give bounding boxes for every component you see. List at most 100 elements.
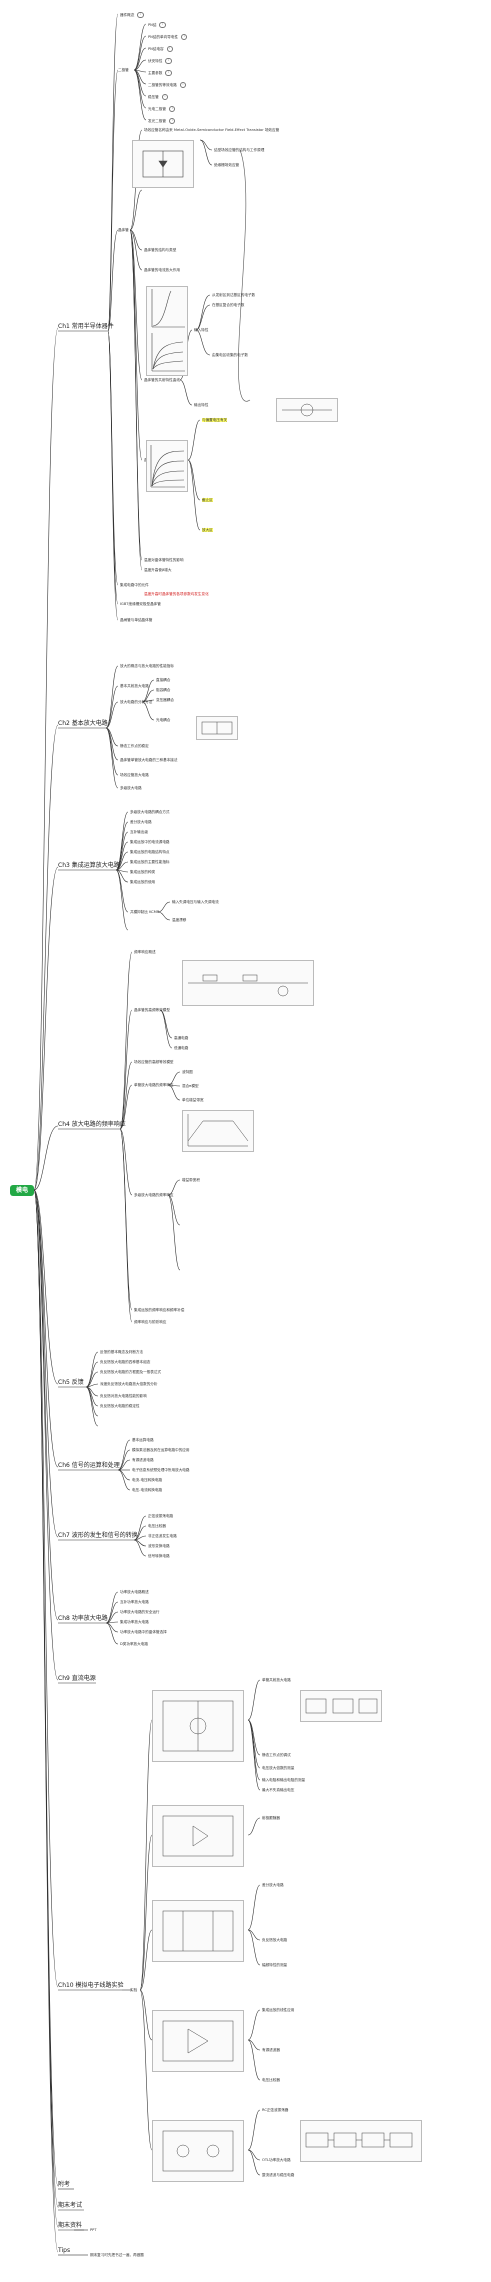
ch5-item[interactable]: 负反馈放大电路的方框图及一般表达式 <box>100 1370 162 1374</box>
root-node[interactable]: 模电 <box>10 1185 34 1196</box>
ch1-bjt-item[interactable]: 晶体管的结构与类型 <box>144 248 177 252</box>
ch2-sub[interactable]: 光电耦合 <box>156 718 171 722</box>
ch1-bottom-item[interactable]: 集成电路中的元件 <box>120 583 149 587</box>
ch7-item[interactable]: 非正弦波发生电路 <box>148 1534 177 1538</box>
ch10-item[interactable]: 有源滤波器 <box>262 2048 280 2052</box>
ch4-item[interactable]: 多级放大电路的频率响应 <box>134 1193 174 1197</box>
ch4-item[interactable]: 场效应管的高频等效模型 <box>134 1060 174 1064</box>
chapter-node-1[interactable]: Ch1 常用半导体器件 <box>58 323 114 330</box>
ch7-item[interactable]: 波形变换电路 <box>148 1544 170 1548</box>
ch10-experiments-group[interactable]: 实验 <box>130 1988 138 1992</box>
chapter-node-10[interactable]: Ch10 模拟电子线路实验 <box>58 1982 124 1989</box>
ch2-item[interactable]: 基本共射放大电路 <box>120 684 149 688</box>
ch4-sub[interactable]: 单位增益带宽 <box>182 1098 204 1102</box>
ch1-bjt-item[interactable]: 晶体管的电流放大作用 <box>144 268 180 272</box>
ch1-bjt-item[interactable]: 输出特性 <box>194 403 209 407</box>
chapter-node-6[interactable]: Ch6 信号的运算和处理 <box>58 1462 120 1469</box>
ch1-diode-group[interactable]: 二极管 <box>118 68 129 72</box>
chapter-node-4[interactable]: Ch4 放大电路的频率响应 <box>58 1121 126 1128</box>
ch4-item[interactable]: 频率响应与阶跃响应 <box>134 1320 167 1324</box>
ch1-bottom-item[interactable]: 晶闸管与单结晶体管 <box>120 618 153 622</box>
ch10-item[interactable]: 电压比较器 <box>262 2078 280 2082</box>
ch4-sub[interactable]: 低通电路 <box>174 1046 189 1050</box>
ch10-item[interactable]: 整流滤波与稳压电路 <box>262 2173 295 2177</box>
ch1-transistor-group[interactable]: 晶体管 <box>118 228 129 232</box>
chapter-node-8[interactable]: Ch8 功率放大电路 <box>58 1615 108 1622</box>
ch1-bjt-item[interactable]: 温度对晶体管特性的影响 <box>144 558 184 562</box>
chapter-node-7[interactable]: Ch7 波形的发生和信号的转换 <box>58 1532 138 1539</box>
ch10-item[interactable]: 负反馈放大电路 <box>262 1938 288 1942</box>
ch3-item[interactable]: 多级放大电路的耦合方式 <box>130 810 170 814</box>
ch2-item[interactable]: 场效应管放大电路 <box>120 773 149 777</box>
ch1-bjt-item[interactable]: 输入特性 <box>194 328 209 332</box>
ch7-item[interactable]: 信号转换电路 <box>148 1554 170 1558</box>
ch4-sub[interactable]: 混合π模型 <box>182 1084 199 1088</box>
ch6-item[interactable]: 电压-电流转换电路 <box>132 1488 163 1492</box>
ch10-item[interactable]: RC正弦波振荡器 <box>262 2108 289 2112</box>
ch8-item[interactable]: 互补功率放大电路 <box>120 1600 149 1604</box>
ch10-item[interactable]: 集成运放的线性应用 <box>262 2008 295 2012</box>
ch3-item[interactable]: 集成运放中的电流源电路 <box>130 840 170 844</box>
ch10-item[interactable]: 射极跟随器 <box>262 1816 280 1820</box>
chapter-node-13[interactable]: 期末资料 <box>58 2222 83 2229</box>
ch4-item[interactable]: 频率响应概述 <box>134 950 156 954</box>
ch2-sub[interactable]: 变压器耦合 <box>156 698 174 702</box>
ch1-bottom-item[interactable]: IGBT绝缘栅双极型晶体管 <box>120 602 161 606</box>
ch1-fet-item[interactable]: 绝缘栅场效应管 <box>214 163 240 167</box>
ch7-item[interactable]: 正弦波振荡电路 <box>148 1514 174 1518</box>
chapter-node-9[interactable]: Ch9 直流电源 <box>58 1675 96 1682</box>
ch6-item[interactable]: 电子信息系统预处理中所用放大电路 <box>132 1468 190 1472</box>
ch5-item[interactable]: 深度负反馈放大电路放大倍数的分析 <box>100 1382 158 1386</box>
ch1-fet-item[interactable]: 场效应管名称由来 Metal-Oxide-Semiconductor Field… <box>144 128 280 132</box>
ch1-bjt-item[interactable]: 晶体管的共射特性曲线 <box>144 378 180 382</box>
ch3-item[interactable]: 集成运放的使用 <box>130 880 156 884</box>
ch7-item[interactable]: 电压比较器 <box>148 1524 166 1528</box>
ch4-item[interactable]: 单管放大电路的频率响应 <box>134 1083 174 1087</box>
ch4-item[interactable]: 集成运放的频率响应和频率补偿 <box>134 1308 185 1312</box>
chapter-node-2[interactable]: Ch2 基本放大电路 <box>58 720 108 727</box>
ch2-sub[interactable]: 直接耦合 <box>156 678 171 682</box>
ch2-item[interactable]: 静态工作点的稳定 <box>120 744 149 748</box>
ch8-item[interactable]: 功率放大电路概述 <box>120 1590 149 1594</box>
ch3-item[interactable]: 集成运放的电路结构特点 <box>130 850 170 854</box>
ch8-item[interactable]: 功率放大电路的安全运行 <box>120 1610 160 1614</box>
ch4-sub[interactable]: 波特图 <box>182 1070 193 1074</box>
ch10-item[interactable]: OTL功率放大电路 <box>262 2158 291 2162</box>
ch2-item[interactable]: 晶体管单管放大电路的三种基本接法 <box>120 758 178 762</box>
ch6-item[interactable]: 模拟乘法器及其在运算电路中的应用 <box>132 1448 190 1452</box>
ch8-item[interactable]: 集成功率放大电路 <box>120 1620 149 1624</box>
chapter-node-12[interactable]: 期末考试 <box>58 2202 83 2209</box>
ch6-item[interactable]: 电流-电压转换电路 <box>132 1478 163 1482</box>
ch2-item[interactable]: 放大电路的分析方法 <box>120 700 153 704</box>
ch14-note[interactable]: 期末复习时先把书过一遍，再做题 <box>90 2253 144 2257</box>
ch6-item[interactable]: 有源滤波电路 <box>132 1458 154 1462</box>
chapter-node-14[interactable]: Tips <box>58 2247 71 2254</box>
ch8-item[interactable]: D类功率放大电路 <box>120 1642 148 1646</box>
ch13-note[interactable]: PPT <box>90 2228 97 2232</box>
ch5-item[interactable]: 负反馈放大电路的四种基本组态 <box>100 1360 151 1364</box>
ch4-sub[interactable]: 高通电路 <box>174 1036 189 1040</box>
ch8-item[interactable]: 功率放大电路中的晶体管选择 <box>120 1630 167 1634</box>
ch3-item[interactable]: 互补输出级 <box>130 830 148 834</box>
ch2-item[interactable]: 放大的概念与放大电路的性能指标 <box>120 664 174 668</box>
ch10-item[interactable]: 差分放大电路 <box>262 1883 284 1887</box>
ch1-fet-item[interactable]: 结型场效应管的结构与工作原理 <box>214 148 265 152</box>
chapter-node-5[interactable]: Ch5 反馈 <box>58 1379 84 1386</box>
ch6-item[interactable]: 基本运算电路 <box>132 1438 154 1442</box>
ch2-sub[interactable]: 阻容耦合 <box>156 688 171 692</box>
ch5-item[interactable]: 负反馈放大电路的稳定性 <box>100 1404 140 1408</box>
chapter-node-11[interactable]: 附考 <box>58 2181 71 2188</box>
ch3-item[interactable]: 集成运放的主要性能指标 <box>130 860 170 864</box>
ch4-sub[interactable]: 增益带宽积 <box>182 1178 200 1182</box>
ch2-item[interactable]: 多级放大电路 <box>120 786 142 790</box>
ch4-item[interactable]: 晶体管的高频等效模型 <box>134 1008 170 1012</box>
